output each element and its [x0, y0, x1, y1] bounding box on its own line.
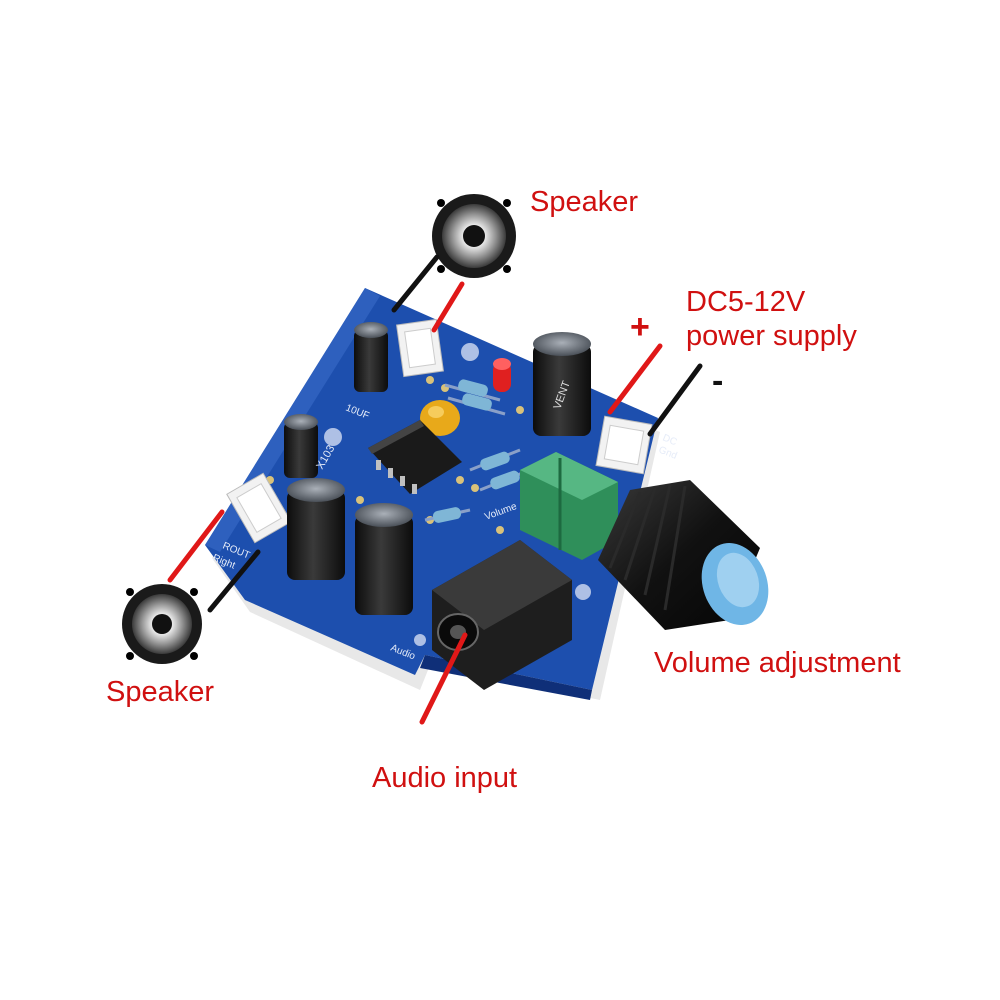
label-speaker-top: Speaker: [530, 186, 639, 218]
audio-input-wire: [419, 632, 468, 725]
amplifier-chip: [368, 420, 462, 494]
resistor-bodies: [432, 379, 520, 523]
label-power-line2: power supply: [686, 320, 857, 352]
label-speaker-bottom: Speaker: [106, 676, 215, 708]
board-text-gnd: Gnd: [657, 445, 679, 462]
capacitor-left-small: [284, 414, 318, 478]
label-volume-adjustment: Volume adjustment: [654, 647, 901, 679]
wires: [167, 254, 703, 725]
speaker-top-connector: [396, 318, 444, 378]
top-speaker-black-wire: [391, 254, 440, 313]
bottom-speaker-black-wire: [207, 549, 261, 613]
capacitor-large-left: [287, 478, 345, 580]
power-black-wire: [647, 363, 703, 437]
volume-knob: [598, 480, 769, 630]
power-red-wire: [607, 343, 663, 415]
speaker-bottom-connector: [226, 472, 292, 544]
plus-sign: +: [630, 308, 650, 346]
label-power-line1: DC5-12V: [686, 286, 806, 318]
power-connector: [595, 415, 653, 475]
label-audio-input: Audio input: [372, 762, 518, 794]
top-speaker-red-wire: [431, 281, 465, 333]
speaker-bottom-icon: [122, 584, 202, 664]
volume-potentiometer: [520, 452, 618, 560]
speaker-top-icon: [432, 194, 516, 278]
capacitor-10uf: [354, 322, 388, 392]
capacitor-large-front: [355, 503, 413, 615]
board-text-dc: DC: [661, 433, 679, 449]
capacitor-large-top: [533, 332, 591, 436]
ceramic-capacitor: [420, 400, 460, 436]
red-led: [493, 358, 511, 392]
bottom-speaker-red-wire: [167, 509, 225, 583]
minus-sign: -: [712, 362, 724, 400]
audio-jack: [432, 540, 572, 690]
